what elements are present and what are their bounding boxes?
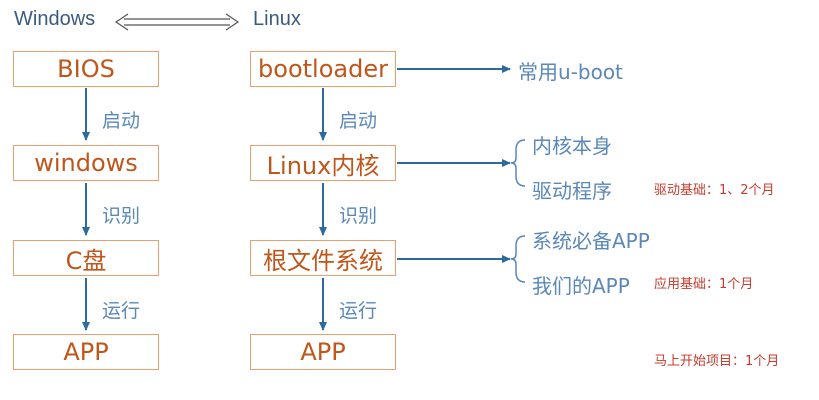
step-linux-boot: 启动 — [339, 110, 378, 132]
header-windows: Windows — [14, 8, 96, 30]
note-system-apps: 系统必备APP — [532, 229, 650, 253]
note-kernel-itself: 内核本身 — [532, 134, 612, 158]
box-windows: windows — [13, 145, 159, 181]
double-arrow-icon — [114, 13, 240, 31]
note-bootloader: 常用u-boot — [518, 60, 623, 84]
annotation-app-basics: 应用基础：1个月 — [654, 277, 754, 292]
kernel-brace — [510, 139, 526, 187]
note-our-apps: 我们的APP — [532, 274, 630, 298]
annotation-project: 马上开始项目：1个月 — [654, 354, 780, 369]
note-drivers: 驱动程序 — [532, 179, 612, 203]
step-windows-run: 运行 — [102, 300, 141, 322]
rootfs-brace — [510, 235, 526, 283]
box-linux-app: APP — [250, 334, 396, 370]
step-windows-boot: 启动 — [102, 110, 141, 132]
box-windows-app: APP — [13, 334, 159, 370]
header-linux: Linux — [253, 8, 301, 30]
step-windows-identify: 识别 — [102, 205, 141, 227]
box-bios: BIOS — [13, 51, 159, 87]
annotation-driver-basics: 驱动基础：1、2个月 — [654, 183, 775, 198]
box-bootloader: bootloader — [250, 51, 396, 87]
box-c-disk: C盘 — [13, 240, 159, 276]
step-linux-identify: 识别 — [339, 205, 378, 227]
step-linux-run: 运行 — [339, 300, 378, 322]
box-rootfs: 根文件系统 — [250, 240, 396, 276]
box-linux-kernel: Linux内核 — [250, 145, 396, 181]
